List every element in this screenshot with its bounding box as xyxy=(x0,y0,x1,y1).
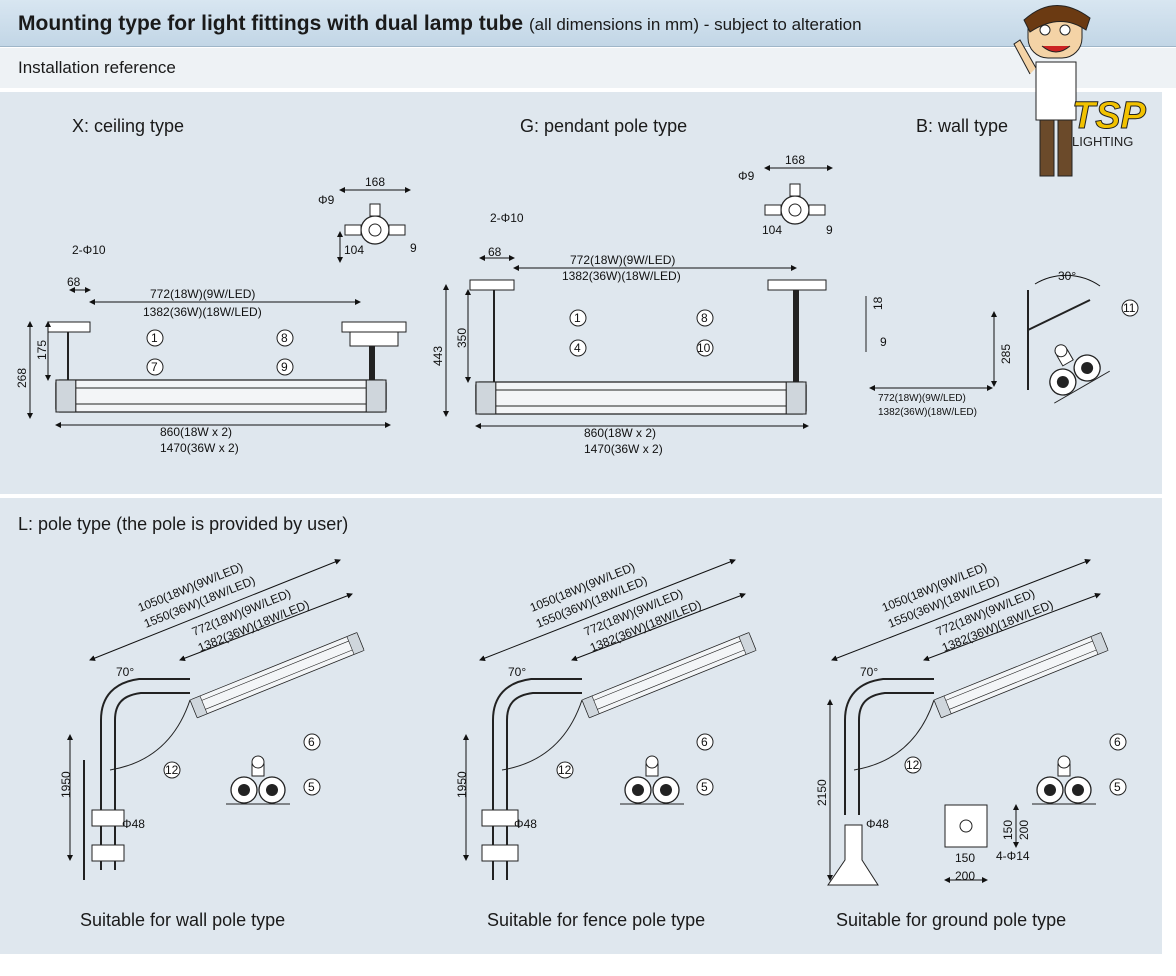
wall-type-label: B: wall type xyxy=(916,116,1009,136)
dim-168-a: 168 xyxy=(365,175,385,189)
dim-2phi10-a: 2-Φ10 xyxy=(72,243,106,257)
tsp-lighting-logo: TSP LIGHTING xyxy=(1013,5,1147,177)
ceiling-type-label: X: ceiling type xyxy=(72,116,185,136)
dim-350: 350 xyxy=(455,328,469,348)
dim-70-b: 70° xyxy=(508,665,526,679)
svg-text:11: 11 xyxy=(1123,301,1136,315)
title-main: Mounting type for light fittings with du… xyxy=(18,12,524,35)
subheader-bar: Installation reference xyxy=(0,48,1176,88)
dim-70-a: 70° xyxy=(116,665,134,679)
svg-text:12: 12 xyxy=(165,763,179,777)
dim-9-b: 9 xyxy=(826,223,833,237)
dim-phi9-b: Φ9 xyxy=(738,169,755,183)
svg-text:6: 6 xyxy=(308,735,315,749)
svg-text:LIGHTING: LIGHTING xyxy=(1072,134,1133,149)
svg-text:1: 1 xyxy=(151,331,158,345)
wall-pole-drawing: 6 5 12 xyxy=(67,559,365,880)
svg-text:10: 10 xyxy=(697,341,711,355)
dim-wall-b: 1382(36W)(18W/LED) xyxy=(878,407,977,418)
svg-text:5: 5 xyxy=(1114,780,1121,794)
dim-len-a2: 860(18W x 2) xyxy=(584,426,656,440)
dim-len-a1: 860(18W x 2) xyxy=(160,425,232,439)
page-title: Mounting type for light fittings with du… xyxy=(18,12,862,36)
pendant-type-drawing: 1 4 8 10 xyxy=(443,165,833,429)
ceiling-type-drawing: 1 7 8 9 xyxy=(27,187,411,428)
svg-text:TSP: TSP xyxy=(1072,95,1147,137)
dim-phi48-c: Φ48 xyxy=(866,817,889,831)
caption-ground-pole: Suitable for ground pole type xyxy=(836,910,1067,930)
caption-wall-pole: Suitable for wall pole type xyxy=(80,910,286,930)
dim-1950-a: 1950 xyxy=(59,771,73,798)
svg-text:7: 7 xyxy=(151,360,158,374)
dim-18: 18 xyxy=(871,296,885,310)
dim-4phi14: 4-Φ14 xyxy=(996,849,1030,863)
dim-168-b: 168 xyxy=(785,153,805,167)
svg-text:12: 12 xyxy=(558,763,572,777)
header-bar: Mounting type for light fittings with du… xyxy=(0,0,1176,47)
svg-text:1: 1 xyxy=(574,311,581,325)
dim-span-a1: 772(18W)(9W/LED) xyxy=(150,287,255,301)
svg-text:12: 12 xyxy=(906,758,920,772)
dim-285: 285 xyxy=(999,344,1013,364)
svg-text:8: 8 xyxy=(281,331,288,345)
svg-text:6: 6 xyxy=(1114,735,1121,749)
dim-span-b1: 1382(36W)(18W/LED) xyxy=(143,305,262,319)
svg-text:9: 9 xyxy=(281,360,288,374)
svg-text:8: 8 xyxy=(701,311,708,325)
dim-phi48-a: Φ48 xyxy=(122,817,145,831)
dim-70-c: 70° xyxy=(860,665,878,679)
fence-pole-drawing: 6 5 12 xyxy=(463,559,757,880)
svg-text:5: 5 xyxy=(308,780,315,794)
dim-phi9-a: Φ9 xyxy=(318,193,335,207)
dim-443: 443 xyxy=(431,346,445,366)
dim-span-a2: 772(18W)(9W/LED) xyxy=(570,253,675,267)
title-subtitle: (all dimensions in mm) - subject to alte… xyxy=(528,15,862,34)
dim-268: 268 xyxy=(15,368,29,388)
dim-len-b2: 1470(36W x 2) xyxy=(584,442,663,456)
dim-1950-b: 1950 xyxy=(455,771,469,798)
subheader-text: Installation reference xyxy=(18,58,176,77)
svg-text:4: 4 xyxy=(574,341,581,355)
dim-175: 175 xyxy=(35,340,49,360)
dim-9-wall: 9 xyxy=(880,335,887,349)
dim-68-a: 68 xyxy=(67,275,81,289)
wall-type-drawing: 11 xyxy=(865,274,1139,404)
dim-span-b2: 1382(36W)(18W/LED) xyxy=(562,269,681,283)
dim-2150: 2150 xyxy=(815,779,829,806)
svg-text:5: 5 xyxy=(701,780,708,794)
pole-type-label: L: pole type (the pole is provided by us… xyxy=(18,514,349,534)
pendant-type-label: G: pendant pole type xyxy=(520,116,688,136)
ground-pole-drawing: 6 5 12 xyxy=(827,559,1127,886)
caption-fence-pole: Suitable for fence pole type xyxy=(487,910,706,930)
svg-text:6: 6 xyxy=(701,735,708,749)
dim-len-b1: 1470(36W x 2) xyxy=(160,441,239,455)
dim-phi48-b: Φ48 xyxy=(514,817,537,831)
dim-wall-a: 772(18W)(9W/LED) xyxy=(878,393,966,404)
dim-104-b: 104 xyxy=(762,223,782,237)
dim-2phi10-b: 2-Φ10 xyxy=(490,211,524,225)
dim-200-b: 200 xyxy=(955,869,975,883)
dim-68-b: 68 xyxy=(488,245,502,259)
dim-9-a: 9 xyxy=(410,241,417,255)
dim-30: 30° xyxy=(1058,269,1076,283)
dim-150-a: 150 xyxy=(1001,820,1015,840)
dim-150-b: 150 xyxy=(955,851,975,865)
dim-104-a: 104 xyxy=(344,243,364,257)
dim-200-a: 200 xyxy=(1017,820,1031,840)
